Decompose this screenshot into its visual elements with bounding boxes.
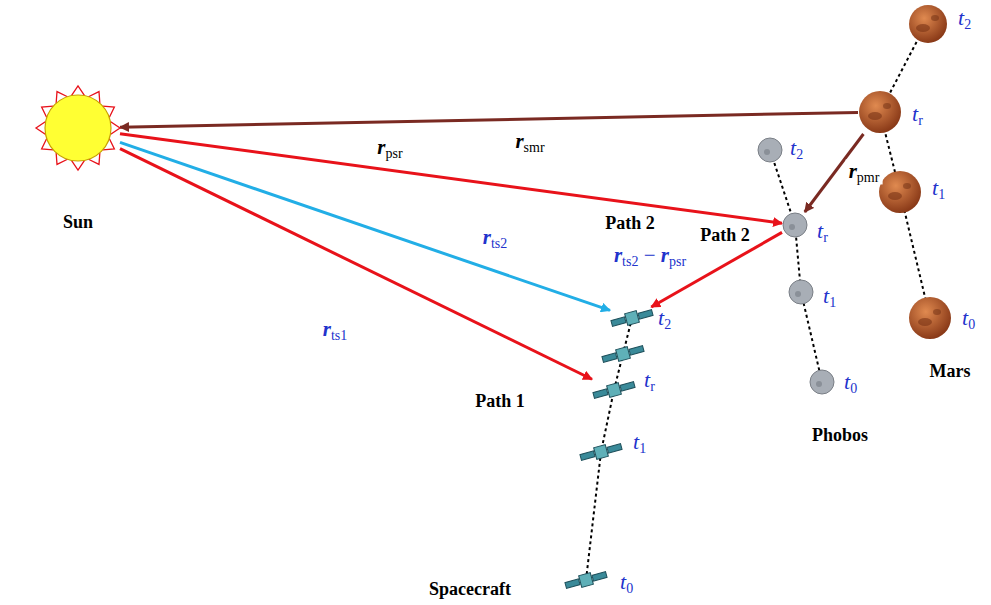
position-vector: [120, 112, 858, 127]
spacecraft-icon: t1: [579, 441, 623, 463]
mars-body: t2: [908, 4, 948, 44]
vector-label: rsmr: [512, 129, 547, 154]
body-shape: [908, 296, 952, 340]
spacecraft-name: Spacecraft: [426, 579, 514, 601]
time-label: t2: [790, 137, 803, 159]
spacecraft-icon: t2: [610, 307, 654, 329]
phobos-body: t1: [788, 279, 814, 305]
spacecraft-icon: t0: [564, 569, 608, 591]
phobos-body: tr: [782, 212, 808, 238]
time-label: tr: [817, 220, 828, 242]
position-vector: [120, 134, 782, 224]
body-shape: [788, 279, 814, 305]
time-label: t1: [633, 431, 646, 453]
phobos-body: t0: [809, 369, 835, 395]
time-label: t2: [958, 7, 971, 29]
position-vector: [120, 142, 610, 310]
vector-label: rts2: [480, 225, 511, 250]
body-shape: [564, 569, 608, 591]
vector-label: rpmr: [846, 159, 883, 184]
body-shape: [809, 369, 835, 395]
position-vector: [120, 149, 592, 380]
body-shape: [36, 86, 120, 170]
body-name: Sun: [63, 213, 93, 231]
body-shape: [908, 4, 948, 44]
path-label: Path 1: [472, 391, 528, 413]
time-label: t2: [658, 307, 671, 329]
phobos-track: [770, 150, 822, 382]
moon-name: Phobos: [809, 425, 871, 447]
vector-label: rts2 − rpsr: [611, 243, 689, 268]
time-label: t0: [620, 571, 633, 593]
mars-body: tr: [858, 90, 902, 134]
body-shape: [858, 90, 902, 134]
sun-body: Sun: [36, 86, 120, 170]
mars-track: [880, 20, 930, 318]
time-label: t1: [823, 285, 836, 307]
body-shape: [757, 137, 783, 163]
body-shape: [592, 379, 636, 401]
time-label: t1: [932, 177, 945, 199]
path-label: Path 2: [697, 225, 753, 247]
planet-name: Mars: [927, 361, 974, 383]
vector-label: rts1: [320, 317, 351, 342]
body-shape: [782, 212, 808, 238]
spacecraft-icon: [601, 343, 645, 365]
path-label: Path 2: [602, 213, 658, 235]
body-shape: [579, 441, 623, 463]
time-label: tr: [644, 369, 655, 391]
body-shape: [878, 170, 922, 214]
body-shape: [610, 307, 654, 329]
vector-label: rpsr: [374, 135, 405, 160]
phobos-body: t2: [757, 137, 783, 163]
time-label: t0: [844, 371, 857, 393]
mars-body: t0: [908, 296, 952, 340]
mars-body: t1: [878, 170, 922, 214]
spacecraft-track: [586, 318, 632, 580]
position-vector: [805, 134, 864, 212]
time-label: tr: [912, 103, 923, 125]
spacecraft-icon: tr: [592, 379, 636, 401]
time-label: t0: [962, 307, 975, 329]
